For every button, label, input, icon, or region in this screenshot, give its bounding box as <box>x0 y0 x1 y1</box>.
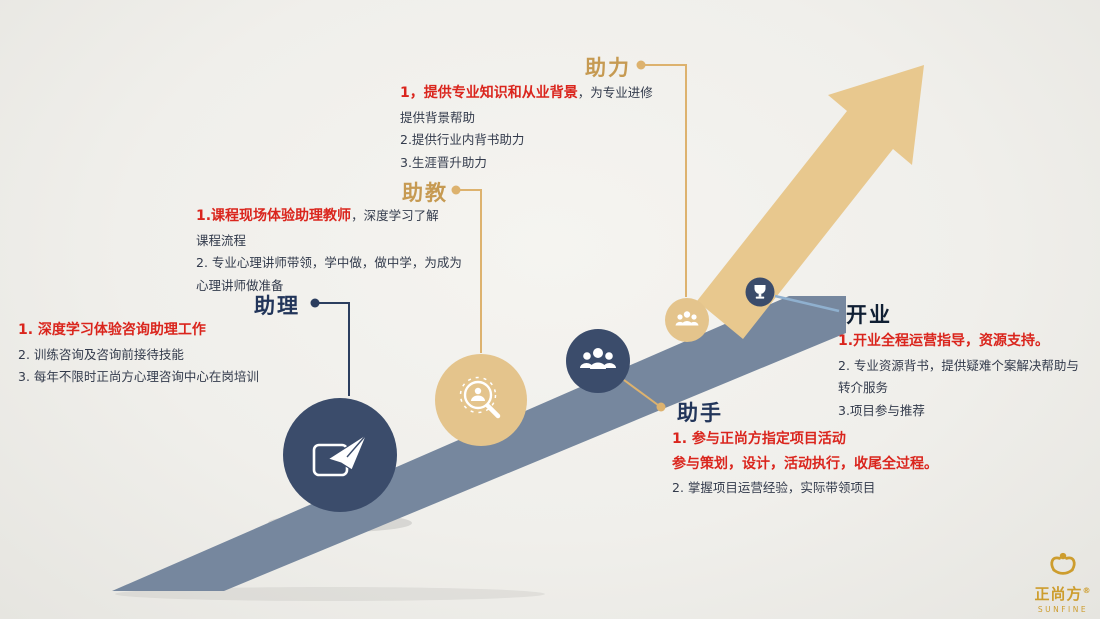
leader-line <box>774 294 840 313</box>
stage-block-ta: 1.课程现场体验助理教师，深度学习了解 课程流程 2. 专业心理讲师带领，学中做… <box>196 207 462 299</box>
stage-circle-helper <box>566 329 630 393</box>
leader-opening <box>774 294 840 313</box>
stage-circle-opening <box>745 277 775 307</box>
leader-line <box>641 64 687 297</box>
ta-point-2: 2. 专业心理讲师带领，学中做，做中学，为成为 <box>196 255 462 271</box>
assistant-point-1: 1. 深度学习体验咨询助理工作 <box>18 322 206 338</box>
stage-circle-ta <box>435 354 527 446</box>
logo-icon <box>1050 552 1076 575</box>
boost-point-1: 1，提供专业知识和从业背景，为专业进修 <box>400 85 653 101</box>
stage-title-helper: 助手 <box>677 401 723 425</box>
stage-block-boost: 1，提供专业知识和从业背景，为专业进修 提供背景帮助 2.提供行业内背书助力 3… <box>400 84 653 176</box>
ta-point-1: 1.课程现场体验助理教师，深度学习了解 <box>196 208 439 224</box>
stage-circle-boost <box>665 298 709 342</box>
paper-plane-icon <box>312 432 369 477</box>
leader-line <box>456 189 482 353</box>
opening-point-1: 1.开业全程运营指导，资源支持。 <box>838 333 1050 349</box>
stage-title-boost: 助力 <box>585 56 631 80</box>
opening-point-3: 3.项目参与推荐 <box>838 402 925 418</box>
group-icon <box>675 311 699 326</box>
trophy-icon <box>754 285 766 299</box>
stage-block-assistant: 1. 深度学习体验咨询助理工作 2. 训练咨询及咨询前接待技能 3. 每年不限时… <box>18 321 259 391</box>
boost-point-2: 2.提供行业内背书助力 <box>400 132 525 148</box>
leader-helper <box>623 379 666 412</box>
leader-boost <box>636 60 687 297</box>
opening-point-2b: 转介服务 <box>838 380 889 396</box>
logo-subtitle: SUNFINE <box>1037 605 1089 614</box>
team-icon <box>580 348 616 369</box>
stage-circle <box>665 298 709 342</box>
growth-arrow-icon <box>697 65 924 339</box>
helper-point-2: 2. 掌握项目运营经验，实际带领项目 <box>672 480 876 496</box>
leader-ta <box>451 185 482 353</box>
stage-circle-assistant <box>283 398 397 512</box>
leader-dot <box>656 402 666 412</box>
stage-title-opening: 开业 <box>846 303 892 327</box>
ta-point-1b: 课程流程 <box>196 232 247 248</box>
registered-mark: ® <box>1082 586 1092 595</box>
leader-line <box>315 302 350 396</box>
stage-title-ta: 助教 <box>402 181 448 205</box>
boost-point-1b: 提供背景帮助 <box>400 109 476 125</box>
opening-point-2: 2. 专业资源背书，提供疑难个案解决帮助与 <box>838 357 1079 373</box>
boost-point-3: 3.生涯晋升助力 <box>400 154 487 170</box>
magnifier-user-icon <box>459 376 501 419</box>
brand-logo: 正尚方® SUNFINE <box>1020 548 1100 614</box>
stage-block-helper: 1. 参与正尚方指定项目活动 参与策划，设计，活动执行，收尾全过程。 2. 掌握… <box>672 430 938 502</box>
leader-assistant <box>310 298 350 396</box>
logo-name: 正尚方® <box>1034 585 1092 603</box>
leader-line <box>623 379 659 406</box>
helper-point-1b: 参与策划，设计，活动执行，收尾全过程。 <box>672 455 938 472</box>
assistant-point-3: 3. 每年不限时正尚方心理咨询中心在岗培训 <box>18 369 259 385</box>
ta-point-2b: 心理讲师做准备 <box>196 277 284 293</box>
stage-title-assistant: 助理 <box>254 294 300 318</box>
stage-circle <box>566 329 630 393</box>
helper-point-1: 1. 参与正尚方指定项目活动 <box>672 431 846 447</box>
stage-block-opening: 1.开业全程运营指导，资源支持。 2. 专业资源背书，提供疑难个案解决帮助与 转… <box>838 332 1079 424</box>
assistant-point-2: 2. 训练咨询及咨询前接待技能 <box>18 346 184 362</box>
